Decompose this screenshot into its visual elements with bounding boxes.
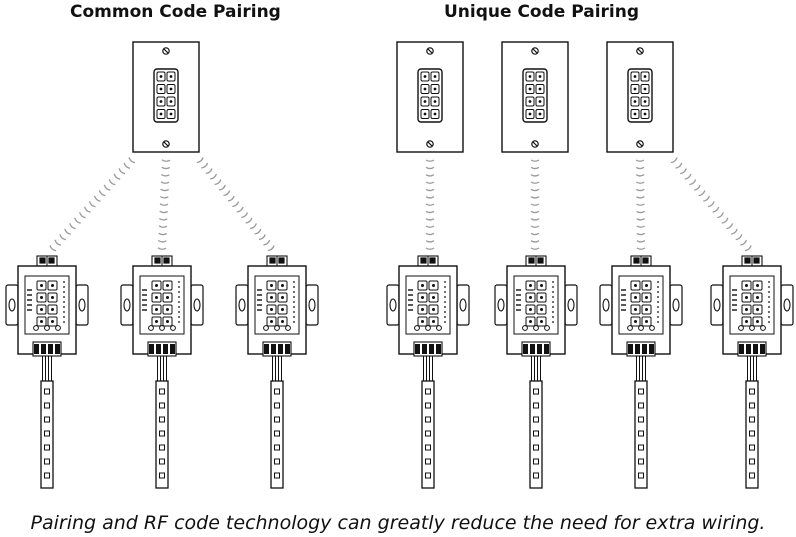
unique-led-strip-1 — [421, 380, 435, 489]
unique-wall-remote-2 — [501, 41, 569, 153]
common-wall-remote — [132, 41, 200, 153]
unique-signal-4 — [670, 157, 752, 252]
common-signal-center — [157, 159, 171, 250]
common-led-strip-2 — [155, 380, 169, 489]
unique-wall-remote-3 — [606, 41, 674, 153]
unique-controller-1 — [386, 255, 470, 381]
common-code-pairing-heading: Common Code Pairing — [70, 2, 281, 22]
unique-controller-3 — [599, 255, 683, 381]
unique-led-strip-3 — [634, 380, 648, 489]
unique-led-strip-4 — [745, 380, 759, 489]
unique-signal-1 — [425, 159, 435, 250]
unique-led-strip-2 — [529, 380, 543, 489]
common-signal-right — [196, 157, 275, 252]
common-led-strip-3 — [270, 380, 284, 489]
unique-controller-4 — [710, 255, 794, 381]
unique-controller-2 — [494, 255, 578, 381]
unique-signal-2 — [530, 159, 540, 250]
unique-wall-remote-1 — [396, 41, 464, 153]
common-controller-2 — [120, 255, 204, 381]
diagram-caption: Pairing and RF code technology can great… — [30, 512, 766, 534]
common-controller-3 — [235, 255, 319, 381]
common-controller-1 — [5, 255, 89, 381]
unique-signal-3 — [635, 159, 646, 250]
unique-code-pairing-heading: Unique Code Pairing — [444, 2, 640, 22]
common-led-strip-1 — [40, 380, 54, 489]
common-signal-left — [49, 157, 136, 252]
